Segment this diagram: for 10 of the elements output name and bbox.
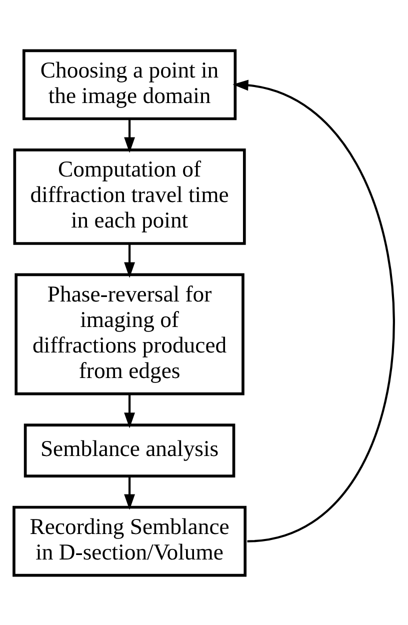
arrow bbox=[124, 394, 135, 428]
node-box: Recording Semblance in D-section/Volume bbox=[12, 505, 247, 576]
node-box: Phase-reversal for imaging of diffractions produced from edges bbox=[14, 272, 244, 395]
arrow bbox=[124, 476, 135, 510]
node-box: Computation of diffraction travel time in each point bbox=[13, 148, 246, 244]
arrow bbox=[124, 243, 135, 278]
node-box: Semblance analysis bbox=[24, 423, 236, 477]
arrow bbox=[232, 79, 395, 542]
arrow bbox=[124, 118, 135, 152]
node-box: Choosing a point in the image domain bbox=[22, 48, 237, 120]
